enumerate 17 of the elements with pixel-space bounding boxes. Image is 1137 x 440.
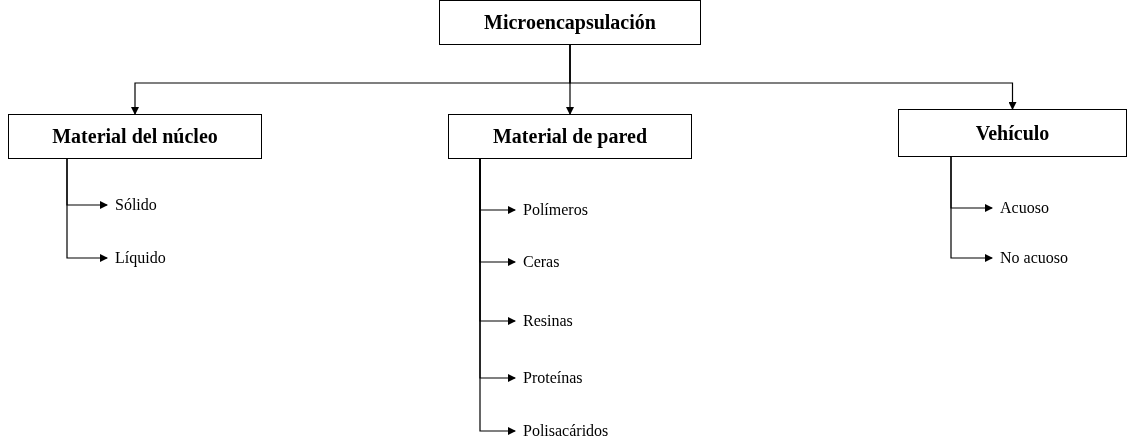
item-label: Polisacáridos — [523, 421, 609, 440]
item-label: Resinas — [523, 311, 573, 331]
arrow — [950, 156, 993, 262]
item-label: Ceras — [523, 252, 560, 272]
item-label: No acuoso — [1000, 248, 1068, 268]
arrow — [569, 44, 1017, 110]
item-label: Líquido — [115, 248, 166, 268]
item-label: Sólido — [115, 195, 157, 215]
category-box: Material del núcleo — [8, 114, 262, 159]
category-box: Material de pared — [448, 114, 692, 159]
category-box: Vehículo — [898, 109, 1127, 157]
item-label: Polímeros — [523, 200, 588, 220]
item-label: Proteínas — [523, 368, 583, 388]
item-label: Acuoso — [1000, 198, 1049, 218]
arrow — [479, 158, 516, 435]
category-box: Microencapsulación — [439, 0, 701, 45]
arrow — [66, 158, 108, 262]
